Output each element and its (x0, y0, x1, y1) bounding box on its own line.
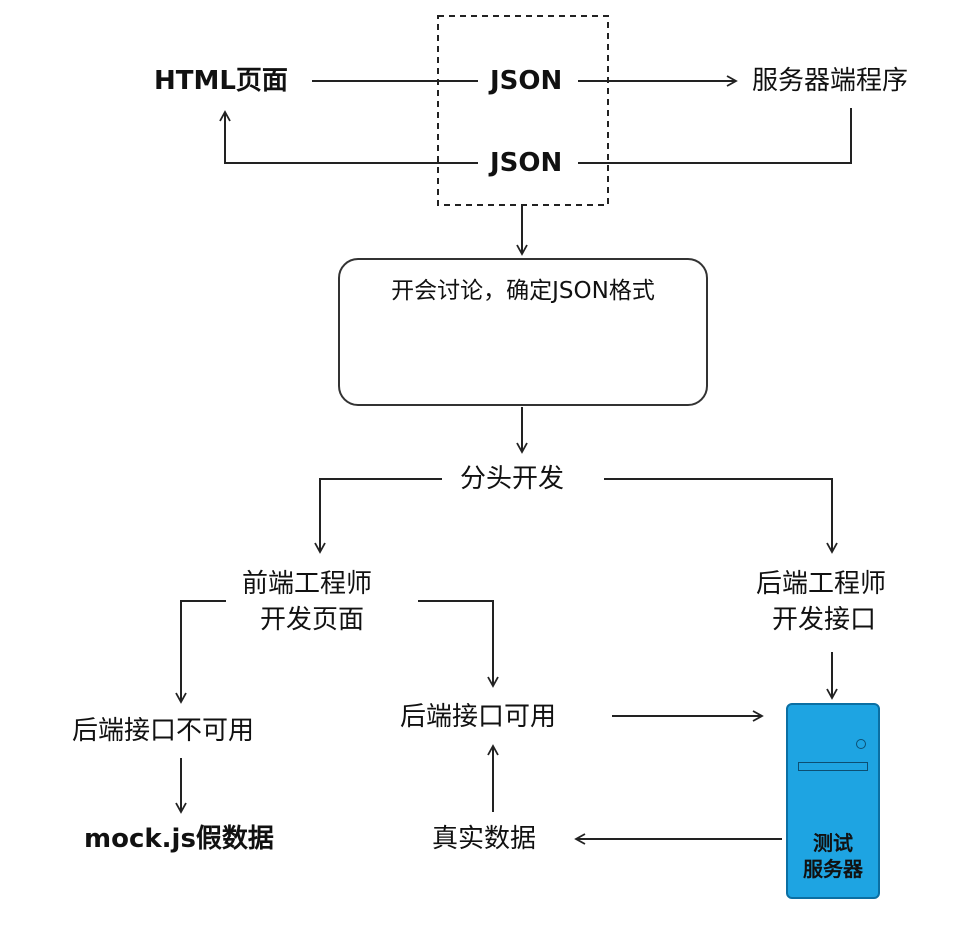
backend-dev-api-label: 开发接口 (772, 605, 877, 635)
server-label-line2: 服务器 (803, 857, 863, 881)
arrow-json-to-html (219, 110, 478, 164)
backend-engineer-label: 后端工程师 (756, 569, 887, 599)
html-page-label: HTML页面 (154, 66, 288, 96)
split-label: 分头开发 (460, 464, 565, 494)
real-data-label: 真实数据 (432, 824, 537, 854)
arrow-frontend-to-unavailable (175, 600, 226, 704)
meeting-box: 开会讨论，确定JSON格式 (338, 258, 708, 406)
json-upper-label: JSON (490, 66, 563, 96)
test-server-icon: 测试 服务器 (786, 703, 880, 899)
server-slot-icon (798, 762, 868, 771)
arrow-server-to-json (578, 108, 852, 164)
server-program-label: 服务器端程序 (752, 66, 909, 96)
arrow-split-to-backend (604, 478, 838, 554)
api-available-label: 后端接口可用 (400, 702, 557, 732)
json-lower-label: JSON (490, 148, 563, 178)
arrow-frontend-to-available (418, 600, 499, 688)
arrow-split-to-frontend (314, 478, 442, 554)
mock-data-label: mock.js假数据 (84, 824, 274, 854)
api-unavailable-label: 后端接口不可用 (72, 716, 255, 746)
server-label-line1: 测试 (813, 831, 853, 855)
server-led-icon (856, 739, 866, 749)
frontend-engineer-label: 前端工程师 (242, 569, 373, 599)
meeting-title: 开会讨论，确定JSON格式 (391, 278, 655, 304)
frontend-dev-page-label: 开发页面 (260, 605, 365, 635)
